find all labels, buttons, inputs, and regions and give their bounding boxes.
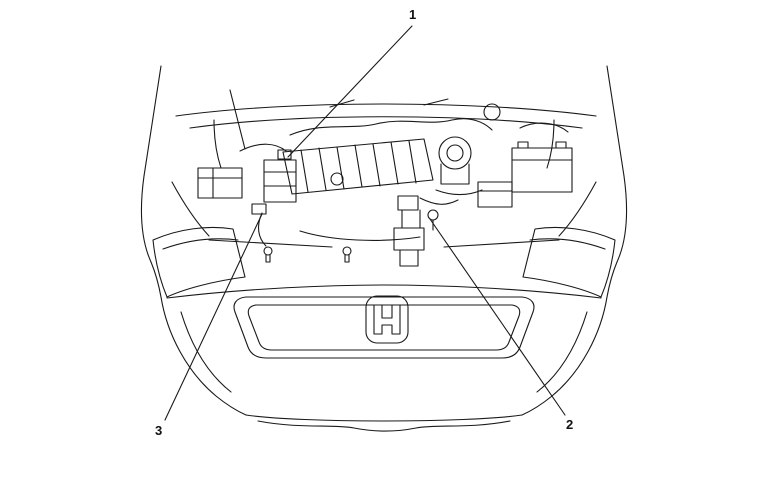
headlight-left bbox=[152, 226, 246, 298]
callout-leaders bbox=[164, 25, 566, 421]
honda-logo-icon bbox=[365, 295, 409, 344]
callout-label-1: 1 bbox=[409, 7, 417, 22]
mounting-bolts bbox=[263, 246, 352, 263]
battery bbox=[511, 141, 573, 193]
relay-box bbox=[477, 181, 513, 208]
callout-3-leader bbox=[164, 213, 263, 421]
callout-1-leader bbox=[287, 25, 413, 158]
part-callout-3-target bbox=[251, 203, 267, 215]
headlight-right bbox=[522, 226, 616, 298]
grille bbox=[233, 296, 535, 359]
callout-label-2: 2 bbox=[566, 417, 574, 432]
pcm-module bbox=[263, 159, 297, 203]
car-body-outline bbox=[140, 65, 628, 432]
callout-label-3: 3 bbox=[155, 423, 163, 438]
engine-bay-structure bbox=[171, 119, 597, 248]
air-cleaner bbox=[438, 136, 472, 185]
fuse-box bbox=[197, 167, 243, 199]
part-callout-2-target bbox=[393, 195, 439, 267]
callout-2-leader bbox=[429, 218, 566, 416]
